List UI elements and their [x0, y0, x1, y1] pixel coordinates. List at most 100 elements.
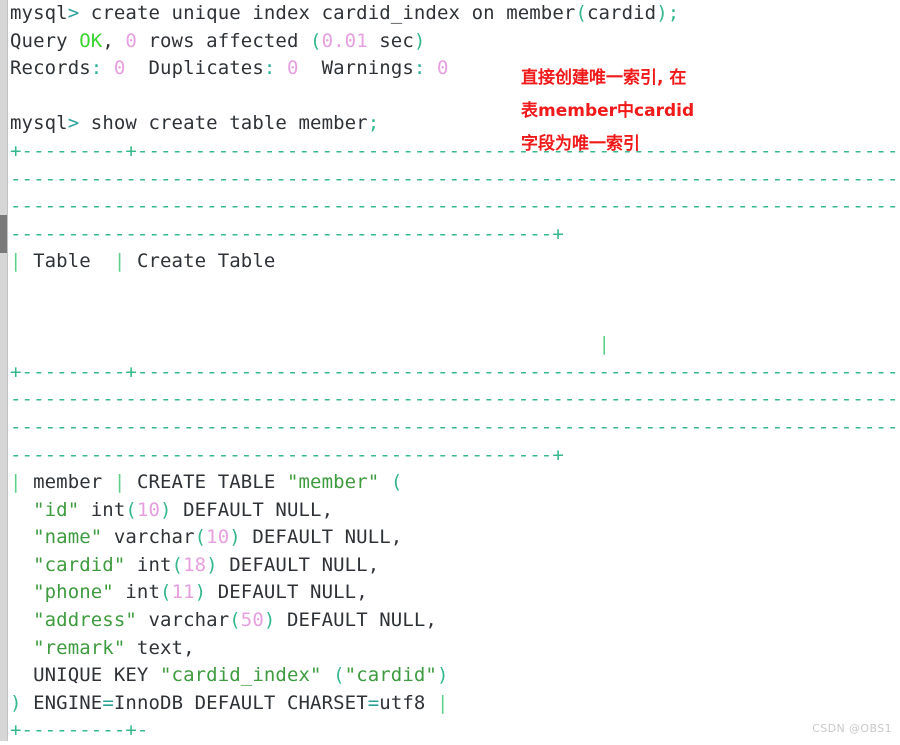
watermark-label: CSDN @OBS1	[812, 722, 892, 735]
code-token: 10	[206, 526, 230, 549]
code-token: =	[102, 691, 114, 714]
code-token: )	[263, 609, 276, 632]
code-token: ;	[367, 112, 380, 135]
code-token: |	[10, 471, 22, 494]
code-token: show create table member	[79, 112, 368, 135]
code-token: +---------+-	[10, 719, 149, 742]
code-token: cardid	[586, 2, 657, 24]
code-token: Create Table	[125, 250, 276, 273]
code-token	[379, 471, 391, 493]
code-token	[10, 306, 22, 328]
code-token: utf8	[379, 691, 437, 714]
code-token: (	[575, 2, 587, 24]
code-token: rows affected	[136, 29, 311, 52]
annotation-line-3: 字段为唯一索引	[521, 134, 640, 154]
code-token: |	[102, 250, 126, 273]
terminal-line-col-address: "address" varchar(50) DEFAULT NULL,	[10, 607, 900, 635]
code-token: +---------+-----------------------------…	[10, 139, 900, 162]
code-token: )	[229, 526, 241, 549]
code-block-scrollbar[interactable]	[0, 0, 8, 741]
code-token: (	[194, 526, 207, 549]
code-token: >	[67, 112, 80, 135]
code-token	[10, 554, 33, 576]
code-token	[10, 526, 33, 548]
terminal-line-spacer-1	[10, 83, 900, 111]
code-token: (	[390, 471, 403, 494]
code-token: "cardid_index"	[160, 664, 322, 687]
terminal-line-cmd-show-create-table: mysql> show create table member;	[10, 110, 900, 138]
code-token	[10, 85, 22, 107]
code-token: UNIQUE KEY	[10, 664, 161, 687]
code-token: mysql	[10, 112, 68, 135]
code-token: +---------+-----------------------------…	[10, 360, 900, 383]
code-token: int	[79, 498, 126, 521]
code-token: "name"	[33, 526, 103, 549]
code-token: Duplicates	[125, 57, 264, 80]
code-token: 10	[136, 498, 161, 521]
code-token: OK	[79, 29, 103, 52]
code-token: :	[90, 57, 103, 80]
code-token	[322, 664, 334, 686]
code-token: varchar	[136, 609, 230, 632]
code-token: text,	[125, 636, 195, 659]
code-token: ----------------------------------------…	[10, 167, 900, 190]
code-token	[10, 581, 33, 603]
code-token: CREATE TABLE	[125, 471, 287, 494]
scrollbar-thumb[interactable]	[0, 215, 7, 253]
code-token	[102, 57, 114, 79]
terminal-line-table-options: ) ENGINE=InnoDB DEFAULT CHARSET=utf8 |	[10, 690, 900, 718]
code-token: "cardid"	[33, 553, 126, 576]
code-token: DEFAULT NULL,	[206, 581, 368, 604]
annotation-line-1: 直接创建唯一索引, 在	[521, 68, 687, 88]
code-token: 0	[437, 57, 449, 80]
code-token: 0.01	[321, 29, 368, 52]
terminal-line-rule-mid-3: ----------------------------------------…	[10, 414, 900, 442]
code-token	[10, 609, 33, 631]
terminal-line-col-id: "id" int(10) DEFAULT NULL,	[10, 497, 900, 525]
terminal-line-rule-mid-1: +---------+-----------------------------…	[10, 359, 900, 387]
code-token: DEFAULT NULL,	[217, 553, 380, 576]
annotation-note: 直接创建唯一索引, 在表member中cardid 字段为唯一索引	[521, 62, 751, 161]
terminal-line-rule-mid-2: ----------------------------------------…	[10, 386, 900, 414]
code-token: )	[413, 29, 426, 52]
terminal-line-rule-bottom-partial: +---------+-	[10, 717, 900, 745]
code-token: sec	[367, 29, 414, 52]
code-token: )	[436, 664, 449, 687]
annotation-line-2: 表member中cardid	[521, 101, 695, 121]
code-token: "phone"	[33, 581, 114, 604]
code-token: int	[113, 581, 161, 604]
code-token: 0	[286, 57, 299, 80]
code-token	[275, 57, 287, 79]
mysql-terminal-output[interactable]: mysql> create unique index cardid_index …	[10, 0, 900, 741]
code-token: >	[67, 2, 80, 24]
code-token: member	[21, 471, 114, 494]
code-token: int	[125, 553, 172, 576]
code-token: )	[160, 498, 172, 521]
code-token	[10, 333, 599, 355]
code-token: |	[10, 250, 22, 273]
code-token: )	[10, 691, 22, 714]
code-token: varchar	[102, 526, 195, 549]
code-token: InnoDB DEFAULT CHARSET	[113, 691, 368, 714]
terminal-line-col-cardid: "cardid" int(18) DEFAULT NULL,	[10, 552, 900, 580]
terminal-line-rule-mid-4: ----------------------------------------…	[10, 442, 900, 470]
code-token: |	[436, 691, 449, 714]
terminal-line-rule-top-4: ----------------------------------------…	[10, 221, 900, 249]
code-token	[425, 57, 437, 79]
code-token: 11	[171, 581, 195, 604]
terminal-line-spacer-2	[10, 276, 900, 304]
code-token: "remark"	[33, 636, 126, 659]
code-token: ----------------------------------------…	[10, 415, 900, 438]
terminal-line-header-row-cont: |	[10, 331, 900, 359]
code-token	[10, 278, 22, 300]
code-token: )	[656, 2, 668, 24]
code-token: "address"	[33, 609, 137, 632]
code-token: =	[367, 691, 380, 714]
code-token: )	[194, 581, 207, 604]
code-token: (	[333, 664, 345, 687]
code-token: (	[125, 498, 137, 521]
code-token: ----------------------------------------…	[10, 195, 900, 218]
code-token: ENGINE	[21, 691, 103, 714]
terminal-line-cmd-create-index: mysql> create unique index cardid_index …	[10, 0, 900, 28]
terminal-line-col-name: "name" varchar(10) DEFAULT NULL,	[10, 524, 900, 552]
